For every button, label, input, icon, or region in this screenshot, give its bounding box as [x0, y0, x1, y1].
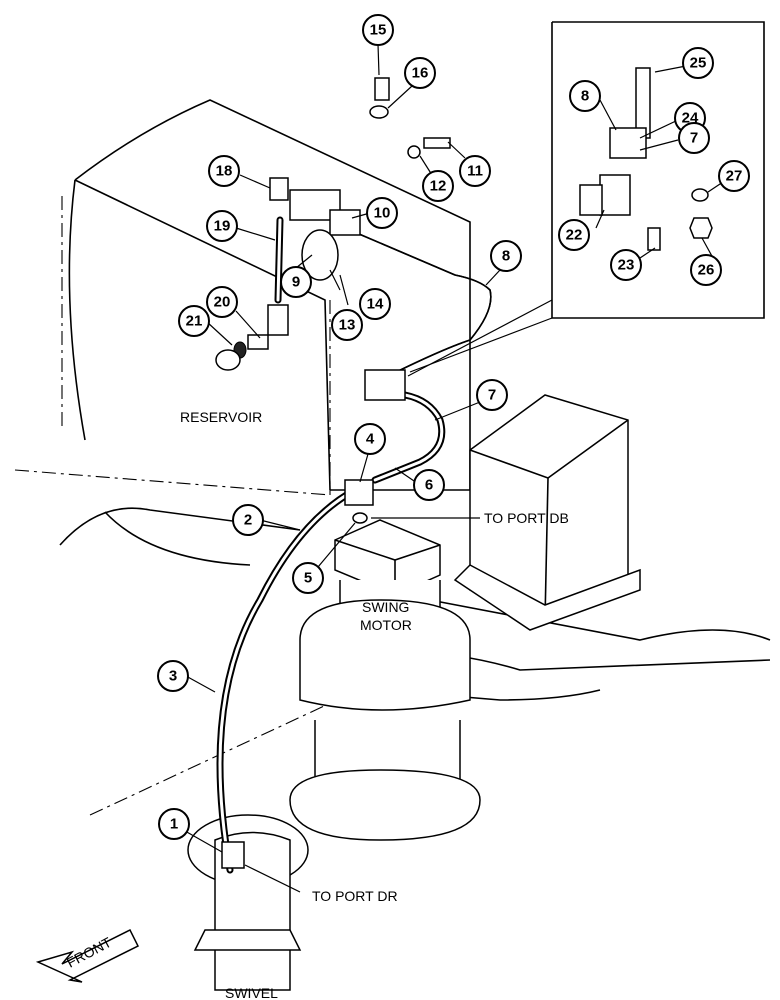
svg-text:18: 18	[216, 163, 233, 180]
callout-4: 4	[354, 423, 386, 455]
svg-text:21: 21	[186, 313, 203, 330]
svg-text:19: 19	[214, 218, 231, 235]
callout-25: 25	[682, 47, 714, 79]
svg-text:26: 26	[698, 262, 715, 279]
to-port-dr-label: TO PORT DR	[312, 888, 398, 904]
callout-6: 6	[413, 469, 445, 501]
svg-text:8: 8	[502, 248, 510, 265]
to-port-db-label: TO PORT DB	[484, 510, 569, 526]
valve-block	[453, 394, 641, 631]
callout-27: 27	[718, 160, 750, 192]
callout-7: 7	[476, 379, 508, 411]
swivel-label: SWIVEL	[225, 985, 278, 1000]
callout-1: 1	[158, 808, 190, 840]
callout-13: 13	[331, 309, 363, 341]
callout-8-detail: 8	[569, 80, 601, 112]
callout-7-detail: 7	[678, 122, 710, 154]
svg-text:8: 8	[581, 88, 589, 105]
callout-8: 8	[490, 240, 522, 272]
svg-text:4: 4	[366, 431, 375, 448]
svg-text:1: 1	[170, 816, 178, 833]
callout-26: 26	[690, 254, 722, 286]
callout-22: 22	[558, 219, 590, 251]
svg-text:22: 22	[566, 227, 583, 244]
svg-text:15: 15	[370, 22, 387, 39]
hoses	[216, 216, 492, 874]
callout-5: 5	[292, 562, 324, 594]
swing-motor-label-1: SWING	[362, 599, 409, 615]
svg-text:16: 16	[412, 65, 429, 82]
callout-2: 2	[232, 504, 264, 536]
svg-text:5: 5	[304, 570, 312, 587]
svg-text:23: 23	[618, 257, 635, 274]
svg-text:10: 10	[374, 205, 391, 222]
swing-motor	[289, 519, 481, 841]
svg-text:3: 3	[169, 668, 177, 685]
svg-text:12: 12	[430, 178, 447, 195]
callout-21: 21	[178, 305, 210, 337]
fittings	[215, 77, 451, 869]
svg-text:13: 13	[339, 317, 356, 334]
svg-text:14: 14	[367, 296, 384, 313]
callout-10: 10	[366, 197, 398, 229]
callout-16: 16	[404, 57, 436, 89]
callout-18: 18	[208, 155, 240, 187]
svg-text:9: 9	[292, 274, 300, 291]
svg-text:11: 11	[467, 163, 483, 180]
swing-motor-label-2: MOTOR	[360, 617, 412, 633]
callout-9: 9	[280, 266, 312, 298]
detail-parts	[579, 67, 713, 251]
callout-14: 14	[359, 288, 391, 320]
reservoir-tank	[14, 99, 471, 496]
front-arrow: FRONT	[35, 928, 140, 983]
svg-text:20: 20	[214, 294, 231, 311]
callout-20: 20	[206, 286, 238, 318]
svg-text:2: 2	[244, 512, 252, 529]
svg-text:6: 6	[425, 477, 433, 494]
svg-text:7: 7	[690, 130, 698, 147]
svg-text:7: 7	[488, 387, 496, 404]
detail-inset	[407, 21, 765, 377]
callout-3: 3	[157, 660, 189, 692]
svg-text:25: 25	[690, 55, 707, 72]
callout-15: 15	[362, 14, 394, 46]
callout-19: 19	[206, 210, 238, 242]
callout-11: 11	[459, 155, 491, 187]
callout-12: 12	[422, 170, 454, 202]
swivel	[187, 814, 309, 991]
callout-23: 23	[610, 249, 642, 281]
reservoir-label: RESERVOIR	[180, 409, 262, 425]
svg-text:27: 27	[726, 168, 743, 185]
